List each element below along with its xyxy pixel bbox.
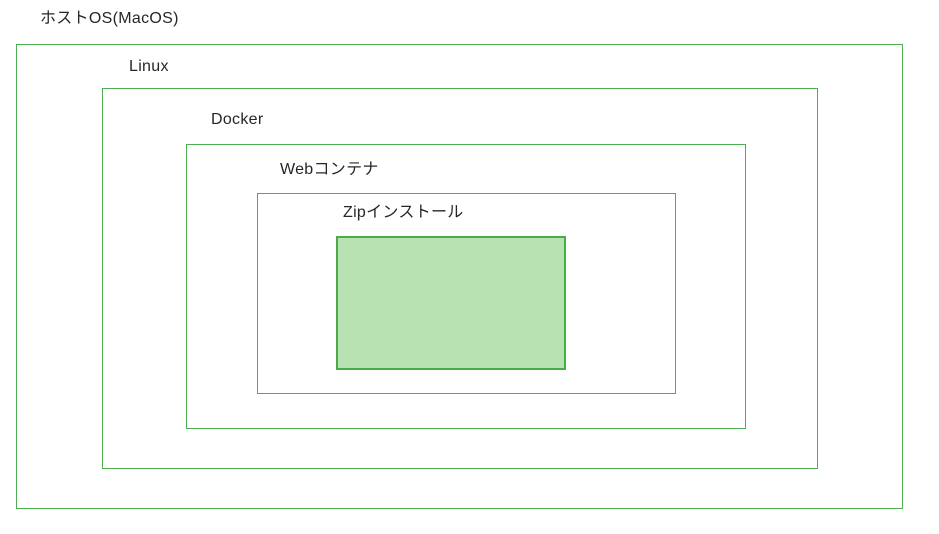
linux-label: Linux	[129, 58, 169, 75]
docker-label: Docker	[211, 111, 264, 128]
linux-box	[102, 88, 818, 469]
host-os-box	[16, 44, 903, 509]
host-os-label: ホストOS(MacOS)	[40, 10, 179, 27]
docker-box	[186, 144, 746, 429]
web-container-box	[257, 193, 676, 394]
zip-install-label: Zipインストール	[343, 204, 464, 221]
web-container-label: Webコンテナ	[280, 161, 379, 178]
zip-install-box	[336, 236, 566, 370]
